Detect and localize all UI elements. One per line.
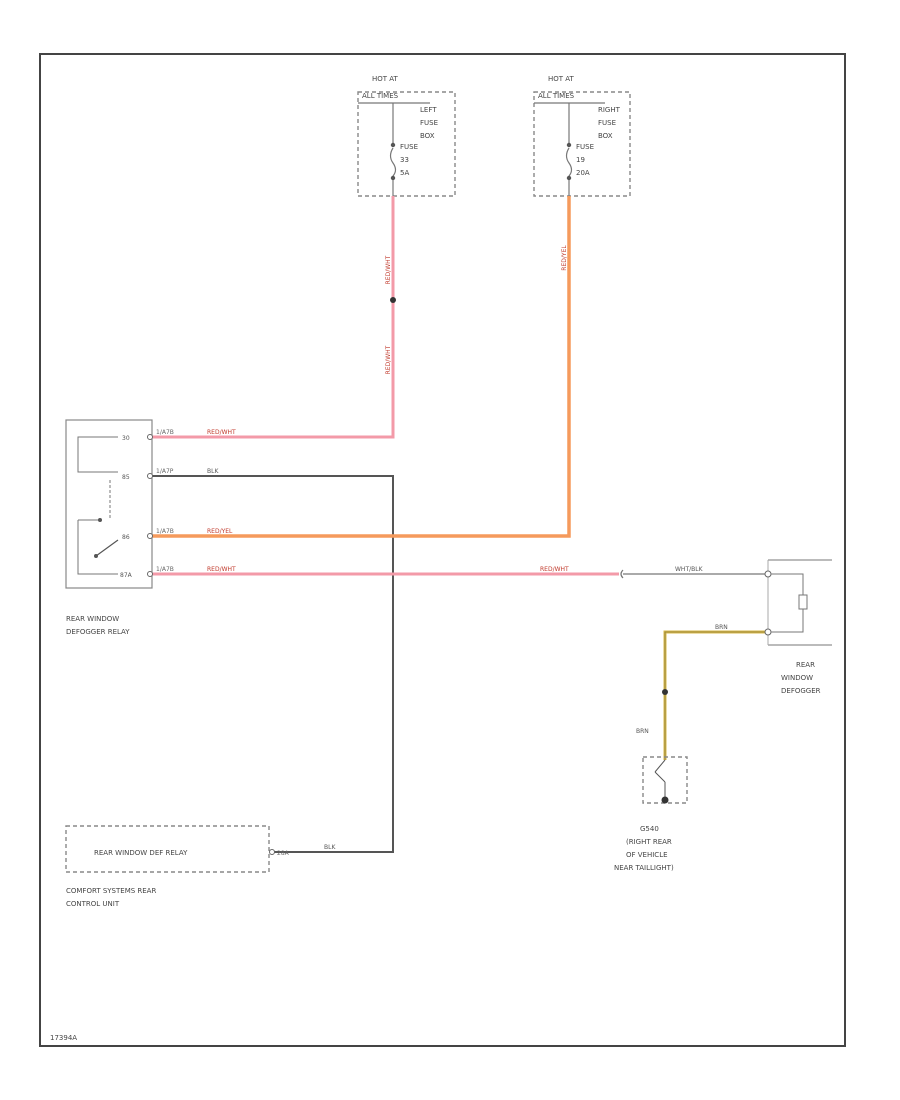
rear-window-defogger: REAR WINDOW DEFOGGER [764, 559, 832, 695]
left-fuse-hot-label: HOT AT [372, 75, 399, 83]
wire-label-wht-blk: WHT/BLK [675, 566, 704, 573]
left-fuse-icon [389, 147, 397, 177]
right-fuse-box-name-0: RIGHT [598, 106, 621, 114]
defogger-name-0: REAR [796, 661, 815, 669]
left-fuse-hot-sub: ALL TIMES [362, 92, 399, 100]
relay-terminal-1: 1/A7P [156, 468, 174, 475]
ground-g540: G540 (RIGHT REAR OF VEHICLE NEAR TAILLIG… [614, 756, 688, 872]
left-fuse-box-outline [357, 91, 456, 197]
left-fuse-box-name-0: LEFT [420, 106, 437, 114]
right-fuse-box-name-2: BOX [598, 132, 613, 140]
wire-blk-pin85 [150, 475, 394, 853]
wire-red-wht-pin30 [150, 196, 395, 439]
right-fuse-hot-sub: ALL TIMES [538, 92, 575, 100]
relay-switch-contact-icon [95, 539, 119, 557]
wire-brn-ground [663, 630, 768, 760]
wire-label-red-wht-relay: RED/WHT [207, 429, 236, 436]
ground-name-2: OF VEHICLE [626, 851, 668, 859]
wire-red-yel-pin86 [150, 196, 571, 538]
ground-icon [661, 796, 669, 804]
relay-name-1: DEFOGGER RELAY [66, 628, 130, 636]
right-fuse-label-1: 19 [576, 156, 585, 164]
relay-outline [65, 419, 153, 589]
wire-label-red-wht-87: RED/WHT [207, 566, 236, 573]
control-unit-pin: 28A [277, 850, 290, 857]
relay-coil-wiring [77, 436, 118, 473]
control-unit-outline [65, 825, 270, 873]
right-fuse-hot-label: HOT AT [548, 75, 575, 83]
relay-terminal-2: 1/A7B [156, 528, 174, 535]
wire-label-brn-vertical: BRN [636, 728, 649, 735]
diagram-frame [39, 53, 846, 1047]
right-fuse-box: HOT AT ALL TIMES FUSE 19 20A RIGHT FUSE … [533, 75, 631, 197]
right-fuse-box-outline [533, 91, 631, 197]
control-unit-name-1: CONTROL UNIT [66, 900, 120, 908]
right-fuse-label-0: FUSE [576, 143, 594, 151]
left-fuse-box: HOT AT ALL TIMES FUSE 33 5A LEFT FUSE BO… [357, 75, 456, 197]
inline-connector-icon [620, 569, 624, 579]
left-fuse-box-name-2: BOX [420, 132, 435, 140]
relay-terminal-0: 1/A7B [156, 429, 174, 436]
ground-name-3: NEAR TAILLIGHT) [614, 864, 674, 872]
defogger-grid-element-icon [798, 594, 808, 610]
splice-dot-ground [662, 689, 668, 695]
wire-label-red-wht-right: RED/WHT [540, 566, 569, 573]
wire-label-blk-relay: BLK [207, 468, 219, 475]
left-fuse-box-name-1: FUSE [420, 119, 438, 127]
wire-label-brn-top: BRN [715, 624, 728, 631]
left-fuse-label-0: FUSE [400, 143, 418, 151]
right-fuse-label-2: 20A [576, 169, 590, 177]
defogger-name-2: DEFOGGER [781, 687, 821, 695]
relay-pin-30: 30 [122, 435, 130, 442]
left-fuse-label-2: 5A [400, 169, 409, 177]
left-fuse-label-1: 33 [400, 156, 409, 164]
ground-name-1: (RIGHT REAR [626, 838, 672, 846]
splice-dot-left [390, 297, 396, 303]
wire-label-red-yel-vertical: RED/YEL [561, 245, 568, 271]
right-fuse-box-name-1: FUSE [598, 119, 616, 127]
wire-label-blk-control: BLK [324, 844, 336, 851]
wire-label-red-wht-bottom: RED/WHT [385, 345, 392, 374]
defogger-name-1: WINDOW [781, 674, 813, 682]
relay-name-0: REAR WINDOW [66, 615, 119, 623]
right-fuse-icon [565, 147, 573, 177]
relay-pin-87a: 87A [120, 572, 133, 579]
relay-pin-86: 86 [122, 534, 130, 541]
rear-window-defogger-relay: 30 85 86 87A 1/A7B 1/A7P 1/A7B 1/A7B REA… [65, 419, 174, 636]
wire-label-red-wht-top: RED/WHT [385, 255, 392, 284]
relay-terminal-3: 1/A7B [156, 566, 174, 573]
diagram-code: 17394A [50, 1034, 77, 1042]
wire-label-red-yel: RED/YEL [207, 528, 233, 535]
relay-pin-85: 85 [122, 474, 130, 481]
control-unit-inner-label: REAR WINDOW DEF RELAY [94, 849, 188, 857]
ground-name-0: G540 [640, 825, 659, 833]
comfort-systems-rear-control-unit: REAR WINDOW DEF RELAY 28A COMFORT SYSTEM… [65, 825, 290, 908]
control-unit-name-0: COMFORT SYSTEMS REAR [66, 887, 156, 895]
